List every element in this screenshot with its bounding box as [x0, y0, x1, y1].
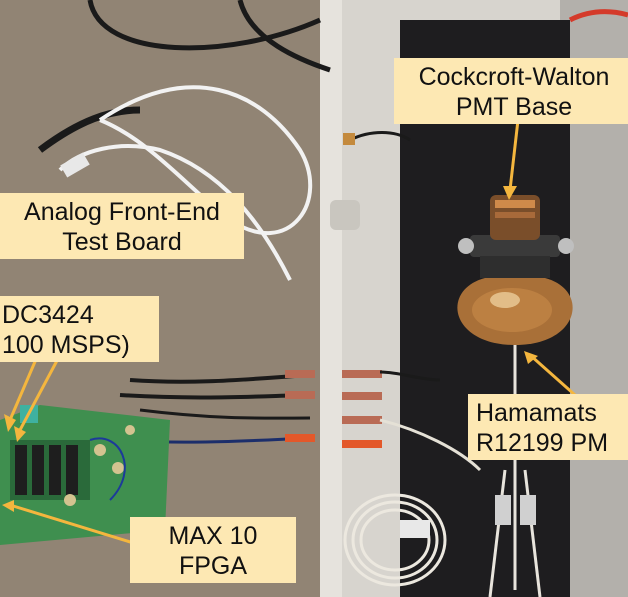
cockcroft-walton-line2: PMT Base — [455, 93, 573, 121]
max10-label: MAX 10 FPGA — [130, 517, 296, 583]
adc-label: DC3424 100 MSPS) — [0, 296, 159, 362]
hamamatsu-line1: Hamamats — [476, 399, 597, 427]
max10-line2: FPGA — [178, 552, 248, 580]
cockcroft-walton-label: Cockcroft-Walton PMT Base — [394, 58, 628, 124]
cockcroft-walton-line1: Cockcroft-Walton — [418, 63, 610, 91]
pcb-board-icon — [0, 405, 170, 545]
hamamatsu-label: Hamamats R12199 PM — [468, 394, 628, 460]
adc-line2: 100 MSPS) — [2, 331, 130, 359]
pmt-tube-icon — [457, 195, 574, 345]
analog-front-end-line1: Analog Front-End — [24, 198, 220, 226]
hamamatsu-line2: R12199 PM — [476, 429, 609, 457]
cable-icon — [87, 0, 322, 51]
max10-line1: MAX 10 — [168, 522, 258, 550]
analog-front-end-label: Analog Front-End Test Board — [0, 193, 244, 259]
adc-line1: DC3424 — [2, 301, 94, 329]
analog-front-end-line2: Test Board — [62, 228, 182, 256]
enclosure-edge — [320, 0, 342, 597]
